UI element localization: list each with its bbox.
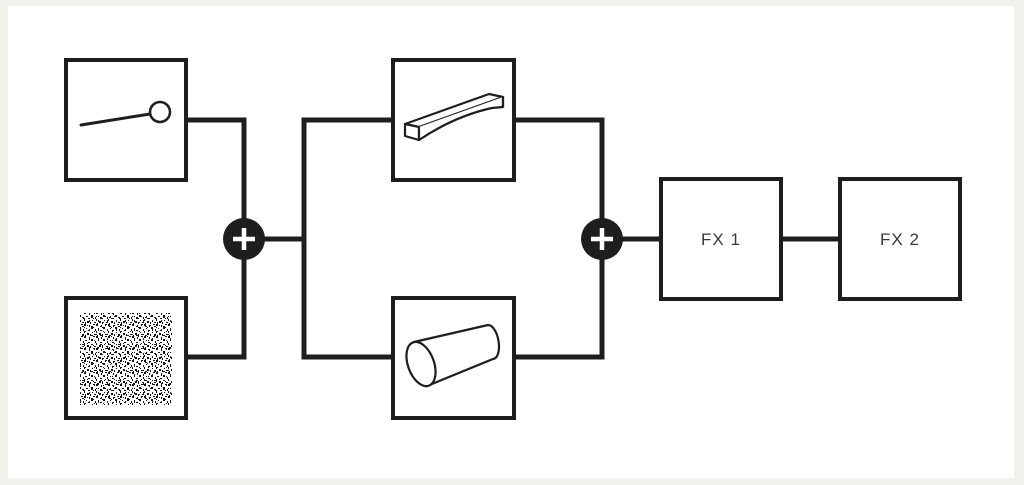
box-fx2: FX 2 [838, 177, 962, 301]
fx2-label: FX 2 [880, 230, 920, 249]
box-bar-resonator [391, 58, 516, 182]
wire-stick-to-sum1 [186, 117, 247, 221]
box-noise-exciter [64, 296, 188, 420]
sum-node-1 [223, 218, 265, 260]
wire-noise-to-sum1 [186, 258, 247, 360]
box-mallet-exciter [64, 58, 188, 182]
connection-lines [186, 117, 840, 360]
tube-icon [405, 323, 501, 388]
fx1-label: FX 1 [701, 230, 741, 249]
noise-icon [80, 313, 172, 405]
box-fx1: FX 1 [659, 177, 783, 301]
plus-icon [591, 228, 613, 250]
plus-icon [233, 228, 255, 250]
mallet-icon [79, 100, 172, 127]
sum-node-2 [581, 218, 623, 260]
bar-icon [403, 92, 505, 142]
wire-bar-to-sum2 [514, 117, 605, 221]
wire-tube-to-sum2 [514, 258, 605, 360]
wire-split-branches [301, 117, 393, 360]
box-tube-resonator [391, 296, 516, 420]
